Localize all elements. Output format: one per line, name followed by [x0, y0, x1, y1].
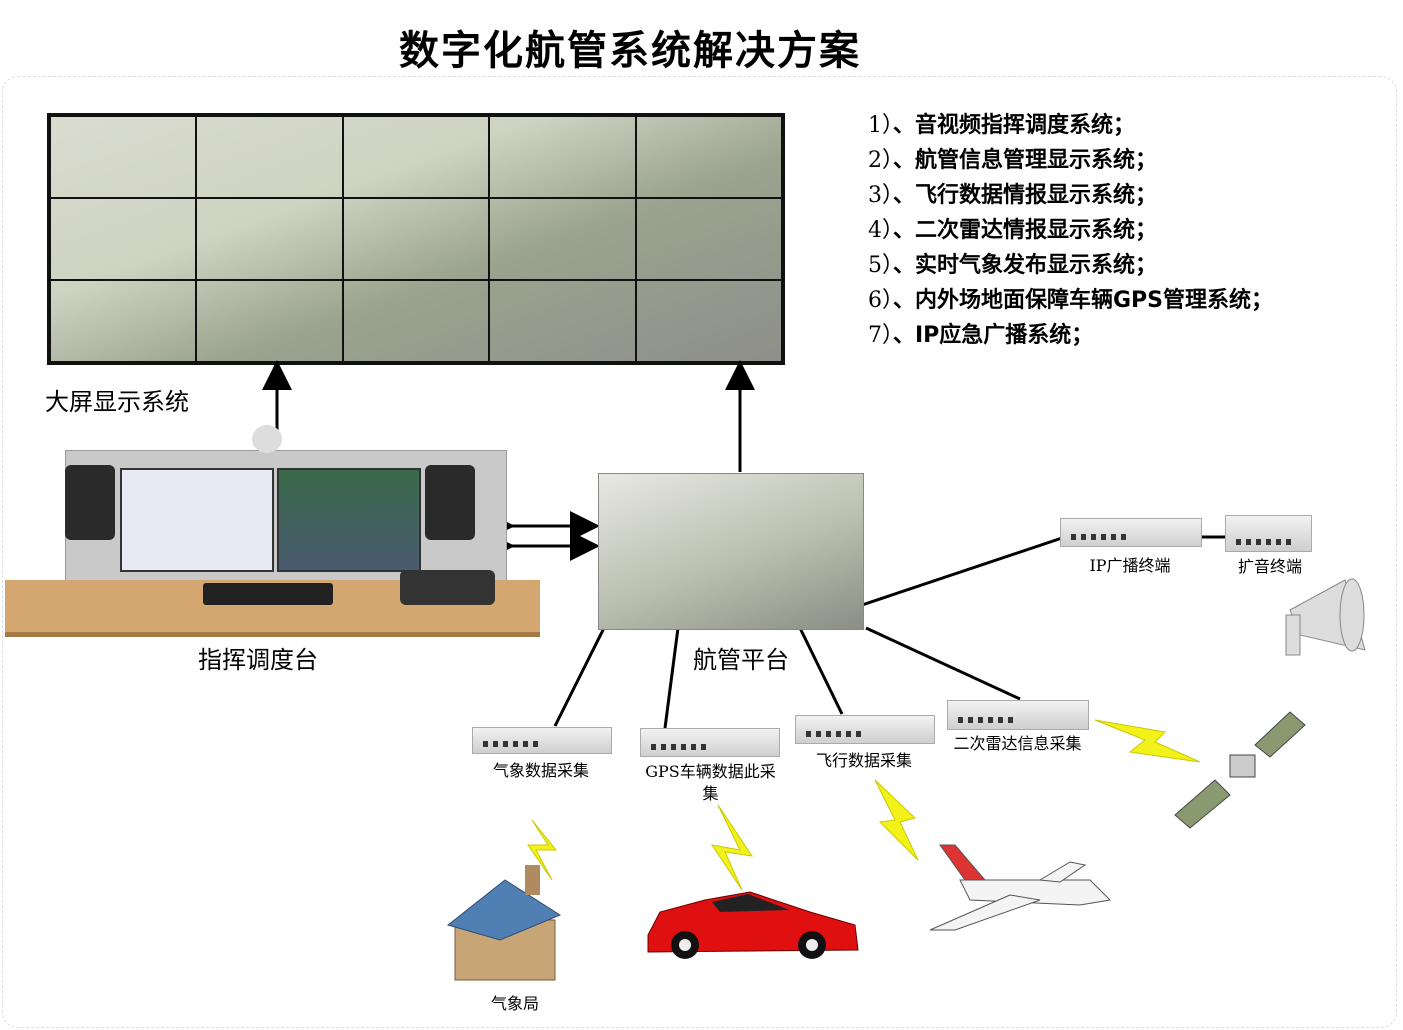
- amplifier-device: [1225, 515, 1312, 552]
- radar-collector-device: [947, 700, 1089, 730]
- video-wall-label: 大屏显示系统: [45, 388, 189, 416]
- business-jet: [929, 844, 1112, 931]
- page-title: 数字化航管系统解决方案: [399, 28, 861, 74]
- weather-bureau-house: [446, 865, 562, 981]
- command-console-image: [5, 425, 540, 637]
- diagram-frame: [2, 76, 1397, 1028]
- system-item: 3）、飞行数据情报显示系统；: [868, 183, 1158, 208]
- amplifier-label: 扩音终端: [1237, 557, 1302, 576]
- ip-broadcast-device: [1060, 518, 1202, 547]
- radar-collector-label: 二次雷达信息采集: [953, 734, 1082, 753]
- system-item: 2）、航管信息管理显示系统；: [868, 148, 1158, 173]
- weather-collector-device: [472, 727, 612, 754]
- system-item: 4）、二次雷达情报显示系统；: [868, 218, 1158, 243]
- weather-collector-label: 气象数据采集: [492, 761, 589, 780]
- platform-label: 航管平台: [693, 646, 789, 674]
- console-label: 指挥调度台: [198, 646, 318, 674]
- car: [647, 891, 859, 959]
- system-item: 5）、实时气象发布显示系统；: [868, 253, 1158, 278]
- ip-broadcast-label: IP广播终端: [1089, 556, 1171, 575]
- system-item: 7）、IP应急广播系统；: [868, 323, 1094, 348]
- system-item: 6）、内外场地面保障车辆GPS管理系统；: [868, 288, 1274, 313]
- gps-collector-label: GPS车辆数据此采集: [645, 762, 776, 803]
- gps-collector-device: [640, 728, 780, 757]
- video-wall-image: [47, 113, 785, 365]
- satellite: [1174, 711, 1306, 829]
- weather-bureau-label: 气象局: [490, 994, 539, 1013]
- flight-collector-label: 飞行数据采集: [815, 751, 912, 770]
- platform-image: [598, 473, 864, 630]
- system-item: 1）、音视频指挥调度系统；: [868, 113, 1136, 138]
- system-list: 1）、音视频指挥调度系统； 2）、航管信息管理显示系统； 3）、飞行数据情报显示…: [868, 108, 1273, 353]
- flight-collector-device: [795, 715, 935, 744]
- horn-speaker: [1285, 578, 1366, 656]
